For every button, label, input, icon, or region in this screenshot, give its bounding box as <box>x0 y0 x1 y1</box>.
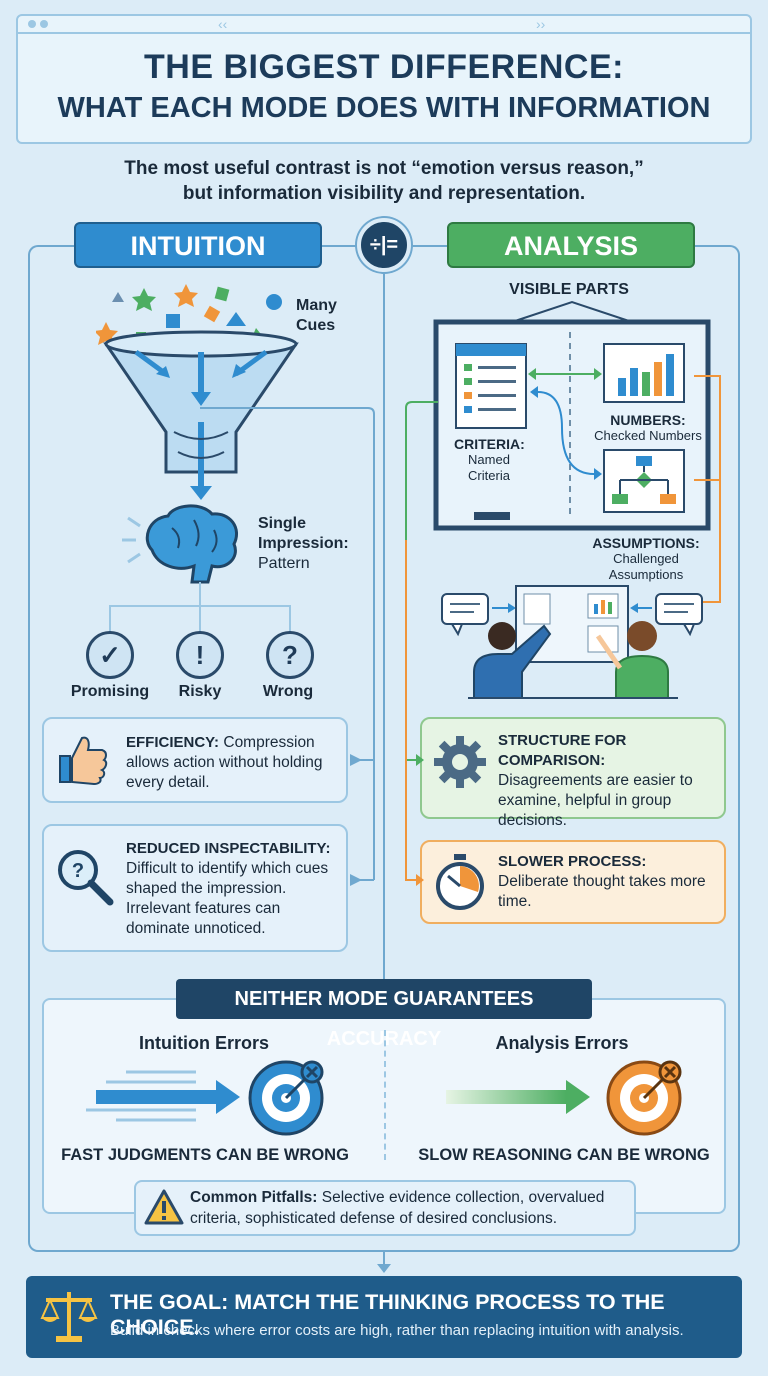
banner-dot <box>28 20 36 28</box>
numbers-bold: NUMBERS: <box>610 412 686 428</box>
structure-title: STRUCTURE FOR COMPARISON: <box>498 732 627 769</box>
whiteboard-diagram <box>433 300 711 531</box>
analysis-errors-title: Analysis Errors <box>495 1033 629 1053</box>
warning-icon <box>144 1189 184 1225</box>
pitfalls-text-block: Common Pitfalls: Selective evidence coll… <box>190 1187 630 1229</box>
chevrons-right-icon: ›› <box>536 16 546 32</box>
efficiency-text-block: EFFICIENCY: Compression allows action wi… <box>126 733 338 793</box>
scales-icon <box>40 1292 98 1342</box>
slow-arrow-target-icon <box>446 1060 682 1136</box>
thumbs-up-icon <box>59 736 108 786</box>
compare-badge-icon: ÷|= <box>357 218 411 272</box>
assumptions-text: Challenged Assumptions <box>608 551 684 582</box>
outcome-promising: Promising <box>70 683 150 700</box>
intuition-errors-title: Intuition Errors <box>139 1033 269 1053</box>
inspectability-title: REDUCED INSPECTABILITY: <box>126 840 331 857</box>
banner-dot <box>40 20 48 28</box>
numbers-text: Checked Numbers <box>594 428 702 443</box>
assumptions-label: ASSUMPTIONS: Challenged Assumptions <box>586 535 706 583</box>
pitfalls-bold: Common Pitfalls: <box>190 1189 318 1206</box>
inspectability-text-block: REDUCED INSPECTABILITY: Difficult to ide… <box>126 839 340 939</box>
neither-divider <box>384 1030 386 1160</box>
efficiency-text: Compression allows action without holdin… <box>126 734 323 791</box>
goal-banner <box>26 1276 742 1358</box>
intuition-errors-caption: FAST JUDGMENTS CAN BE WRONG <box>61 1146 349 1164</box>
outcome-risky: Risky <box>178 683 222 700</box>
impression-text: Pattern <box>258 555 310 572</box>
subtitle-line2: but information visibility and represent… <box>182 183 586 204</box>
efficiency-title: EFFICIENCY: <box>126 734 220 751</box>
criteria-text: Named Criteria <box>468 452 510 483</box>
criteria-bold: CRITERIA: <box>454 436 525 452</box>
structure-text: Disagreements are easier to examine, hel… <box>498 772 693 829</box>
goal-text: Build in checks where error costs are hi… <box>110 1322 684 1339</box>
branch-connector <box>109 582 291 632</box>
down-arrow-icon <box>377 1264 391 1273</box>
page-title: THE BIGGEST DIFFERENCE: <box>144 48 624 86</box>
structure-text-block: STRUCTURE FOR COMPARISON: Disagreements … <box>498 731 720 831</box>
cues-label: Many Cues <box>296 297 337 334</box>
neither-header: NEITHER MODE GUARANTEES ACCURACY <box>176 979 592 1050</box>
intuition-connectors <box>200 407 375 886</box>
svg-text:?: ? <box>72 860 84 882</box>
funnel-icon <box>96 284 299 500</box>
goal-connector <box>383 1252 385 1266</box>
page-title-secondary: WHAT EACH MODE DOES WITH INFORMATION <box>57 92 711 124</box>
center-divider <box>383 270 385 980</box>
check-icon: ✓ <box>86 631 134 679</box>
subtitle-line1: The most useful contrast is not “emotion… <box>124 158 644 179</box>
visible-parts-label: VISIBLE PARTS <box>509 281 629 298</box>
title-banner-bar <box>16 14 752 34</box>
criteria-label: CRITERIA: Named Criteria <box>454 436 525 484</box>
chevrons-left-icon: ‹‹ <box>218 16 228 32</box>
numbers-label: NUMBERS: Checked Numbers <box>588 412 708 444</box>
impression-bold: Single Impression: <box>258 515 349 552</box>
people-discussion-illustration <box>405 375 721 702</box>
pitfalls-box <box>134 1180 636 1236</box>
subtitle: The most useful contrast is not “emotion… <box>40 156 728 206</box>
analysis-header: ANALYSIS <box>447 222 695 268</box>
pitfalls-text: Selective evidence collection, overvalue… <box>190 1189 605 1227</box>
slower-title: SLOWER PROCESS: <box>498 853 647 870</box>
analysis-connectors <box>405 540 424 886</box>
stopwatch-icon <box>436 854 484 910</box>
exclamation-icon: ! <box>176 631 224 679</box>
outer-frame-bottom <box>28 990 740 1252</box>
question-icon: ? <box>266 631 314 679</box>
slower-text: Deliberate thought takes more time. <box>498 873 706 910</box>
inspectability-text: Difficult to identify which cues shaped … <box>126 860 329 937</box>
impression-label: Single Impression: Pattern <box>258 514 358 574</box>
title-banner <box>16 14 752 144</box>
outcome-wrong: Wrong <box>262 683 314 700</box>
brain-icon <box>122 504 238 584</box>
magnifier-question-icon: ? <box>58 850 114 906</box>
intuition-header: INTUITION <box>74 222 322 268</box>
slower-text-block: SLOWER PROCESS: Deliberate thought takes… <box>498 852 718 912</box>
gear-icon <box>434 736 486 788</box>
assumptions-bold: ASSUMPTIONS: <box>592 535 700 551</box>
goal-title: THE GOAL: MATCH THE THINKING PROCESS TO … <box>110 1290 665 1339</box>
fast-arrow-target-icon <box>86 1060 324 1136</box>
analysis-errors-caption: SLOW REASONING CAN BE WRONG <box>418 1146 710 1164</box>
